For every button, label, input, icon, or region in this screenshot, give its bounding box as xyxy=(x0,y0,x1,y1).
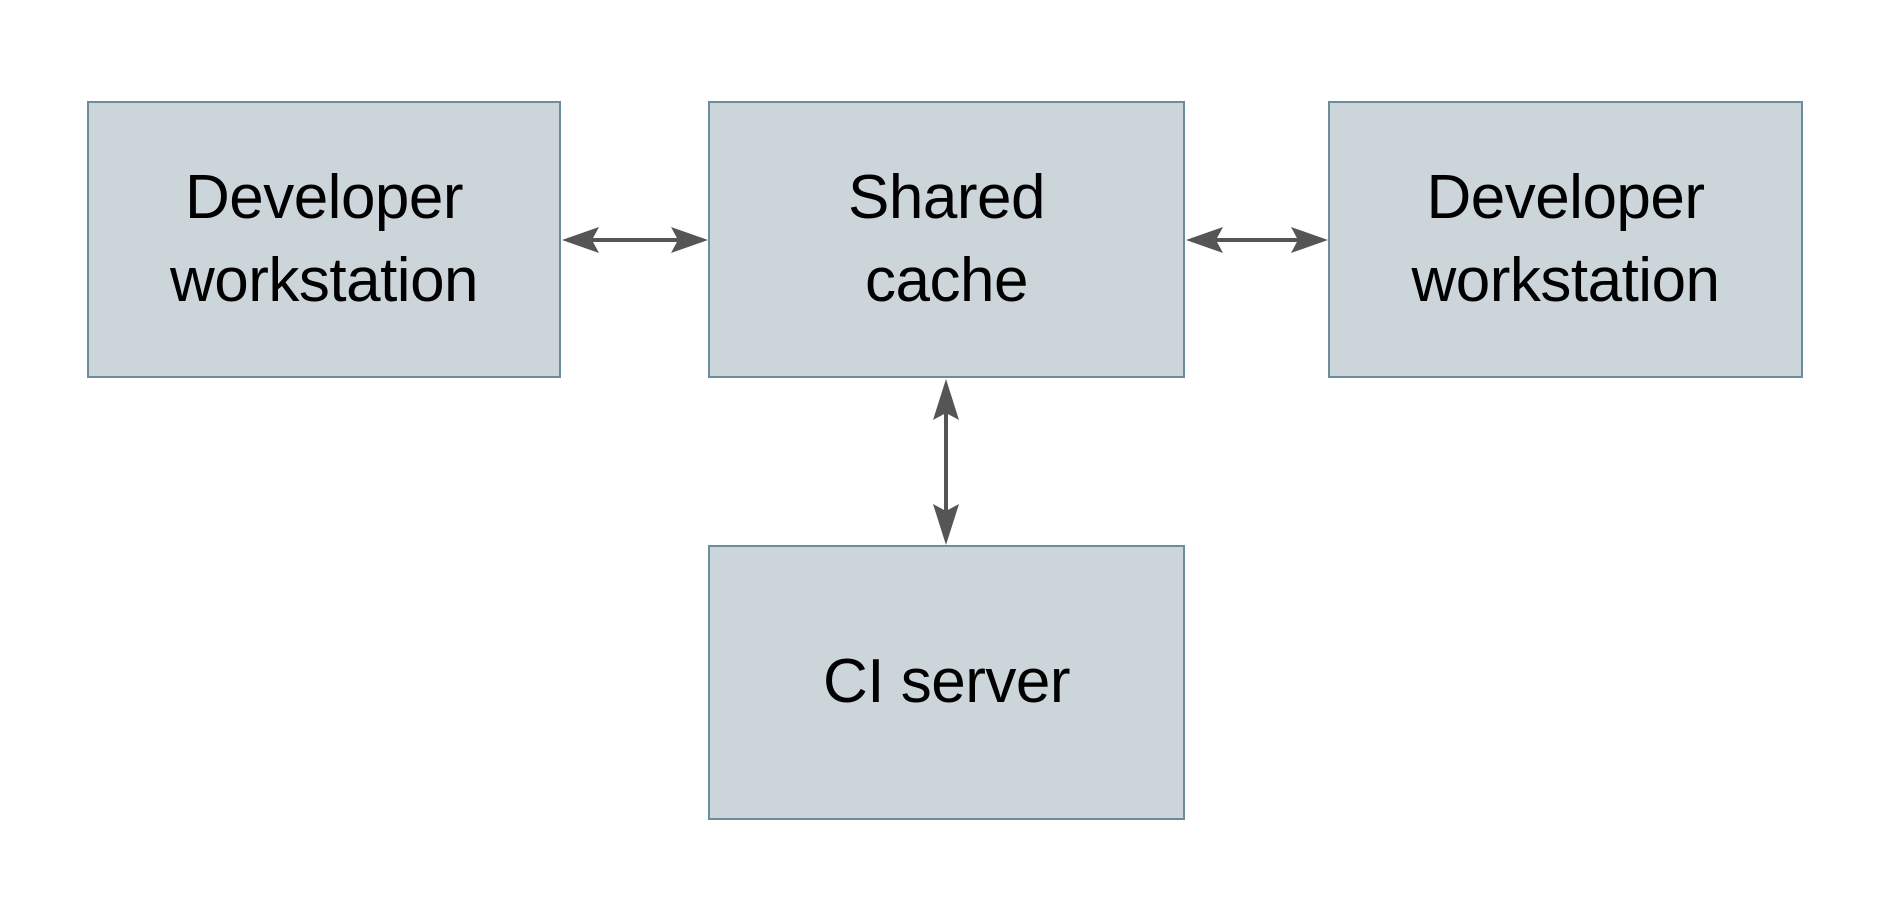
edge-left-workstation-to-shared-cache xyxy=(561,218,709,262)
node-shared-cache[interactable]: Shared cache xyxy=(708,101,1185,378)
node-developer-workstation-left[interactable]: Developer workstation xyxy=(87,101,561,378)
node-label: CI server xyxy=(823,647,1070,717)
node-developer-workstation-right[interactable]: Developer workstation xyxy=(1328,101,1803,378)
node-label: Shared cache xyxy=(848,163,1045,315)
node-label: Developer workstation xyxy=(1411,163,1720,315)
node-label: Developer workstation xyxy=(169,163,479,315)
edge-shared-cache-to-right-workstation xyxy=(1185,218,1329,262)
node-ci-server[interactable]: CI server xyxy=(708,545,1185,820)
edge-shared-cache-to-ci-server xyxy=(924,378,968,546)
